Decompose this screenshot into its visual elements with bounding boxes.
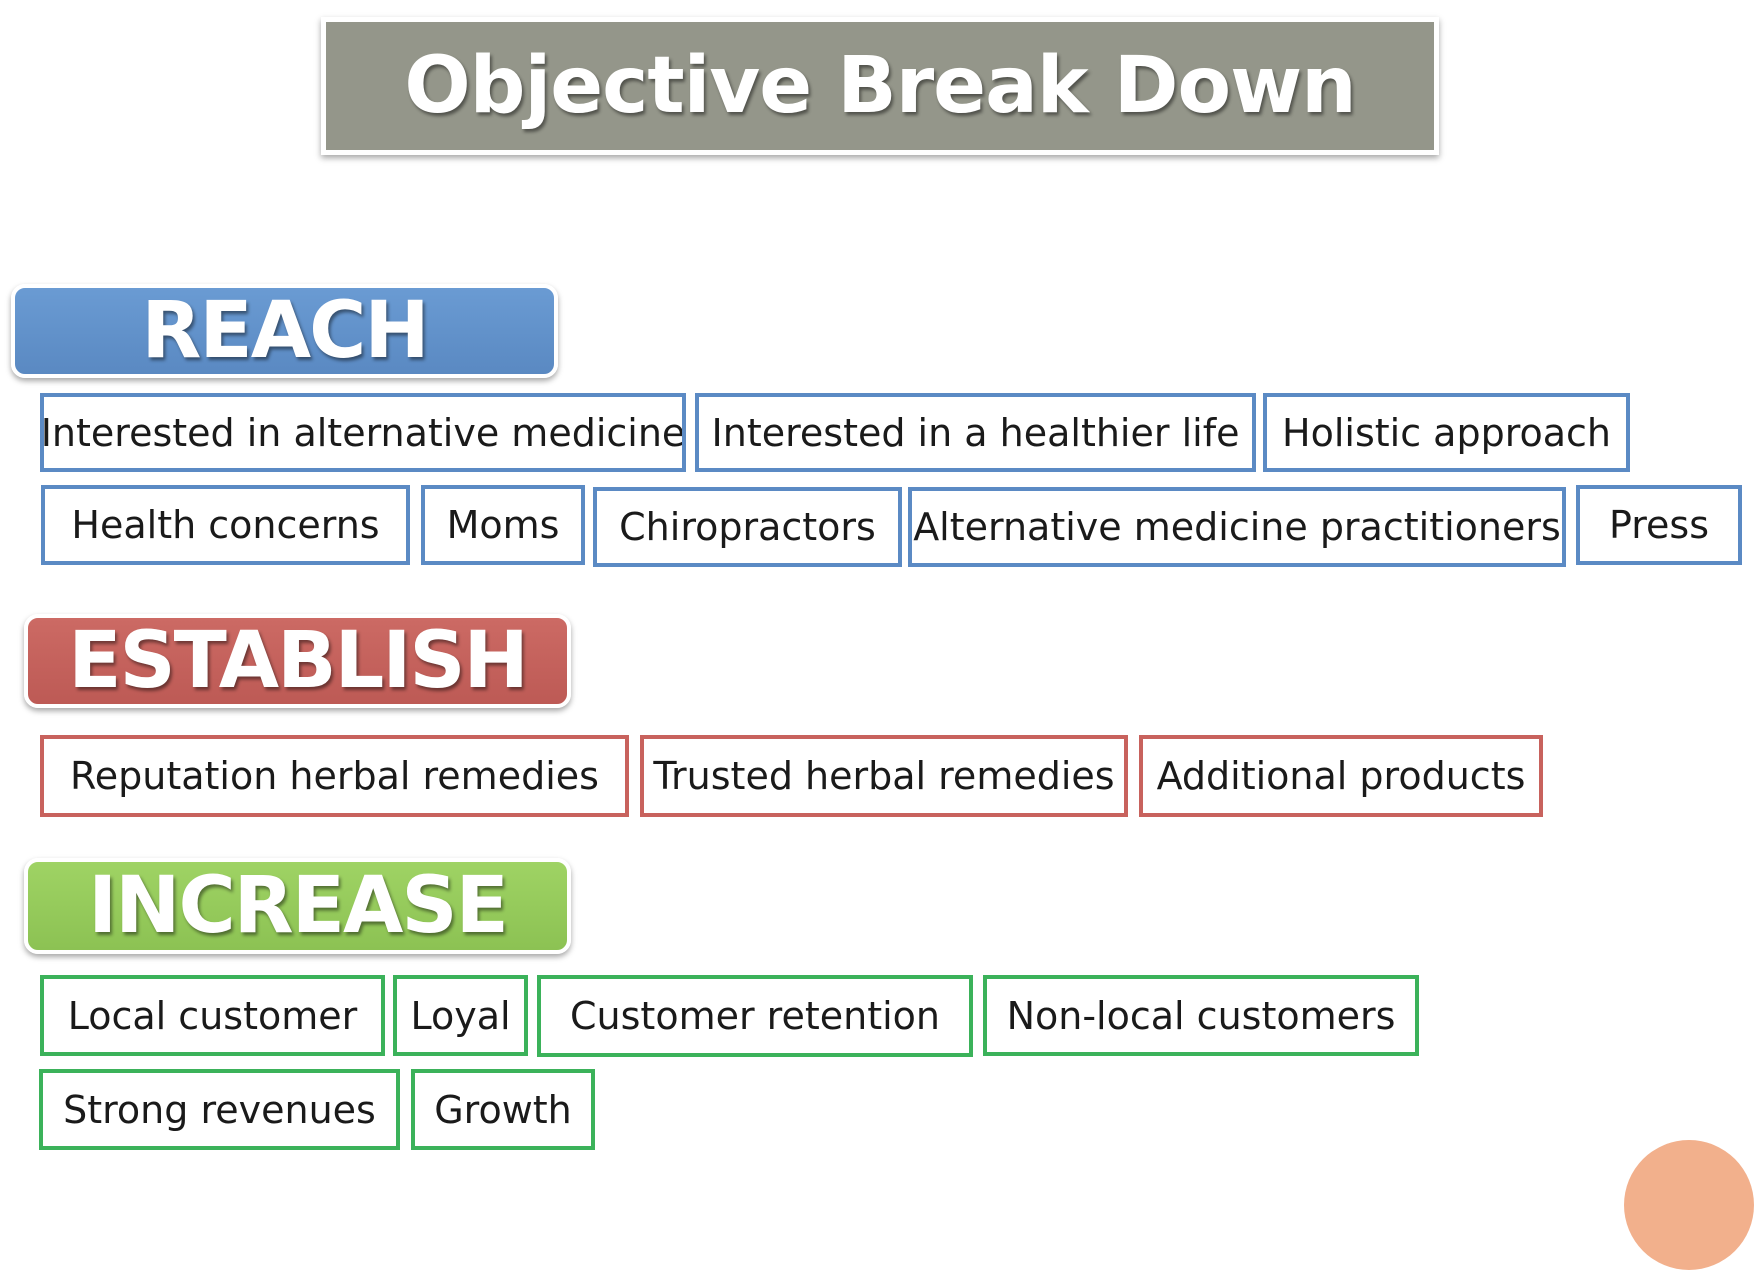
increase-label: INCREASE	[88, 861, 509, 951]
reach-label: REACH	[141, 286, 429, 376]
reach-item-press: Press	[1576, 485, 1742, 565]
increase-item-growth: Growth	[411, 1069, 595, 1150]
establish-item-trusted: Trusted herbal remedies	[640, 735, 1128, 817]
reach-item-holistic-approach: Holistic approach	[1263, 393, 1630, 472]
increase-item-strong-revenues: Strong revenues	[39, 1069, 400, 1150]
establish-item-reputation: Reputation herbal remedies	[40, 735, 629, 817]
reach-header: REACH	[11, 284, 558, 378]
reach-item-alternative-medicine: Interested in alternative medicine	[40, 393, 686, 472]
increase-item-local-customer: Local customer	[40, 975, 385, 1056]
increase-item-customer-retention: Customer retention	[537, 975, 973, 1057]
title-banner: Objective Break Down	[321, 17, 1439, 155]
increase-item-loyal: Loyal	[393, 975, 528, 1056]
establish-header: ESTABLISH	[24, 614, 571, 708]
reach-item-chiropractors: Chiropractors	[593, 487, 902, 567]
reach-item-alternative-practitioners: Alternative medicine practitioners	[908, 487, 1566, 567]
reach-item-healthier-life: Interested in a healthier life	[695, 393, 1256, 472]
establish-item-additional-products: Additional products	[1139, 735, 1543, 817]
reach-item-health-concerns: Health concerns	[41, 485, 410, 565]
increase-item-non-local-customers: Non-local customers	[983, 975, 1419, 1056]
page-title: Objective Break Down	[404, 41, 1356, 131]
establish-label: ESTABLISH	[68, 616, 529, 706]
corner-decoration	[1624, 1140, 1754, 1270]
reach-item-moms: Moms	[421, 485, 585, 565]
increase-header: INCREASE	[24, 858, 571, 954]
